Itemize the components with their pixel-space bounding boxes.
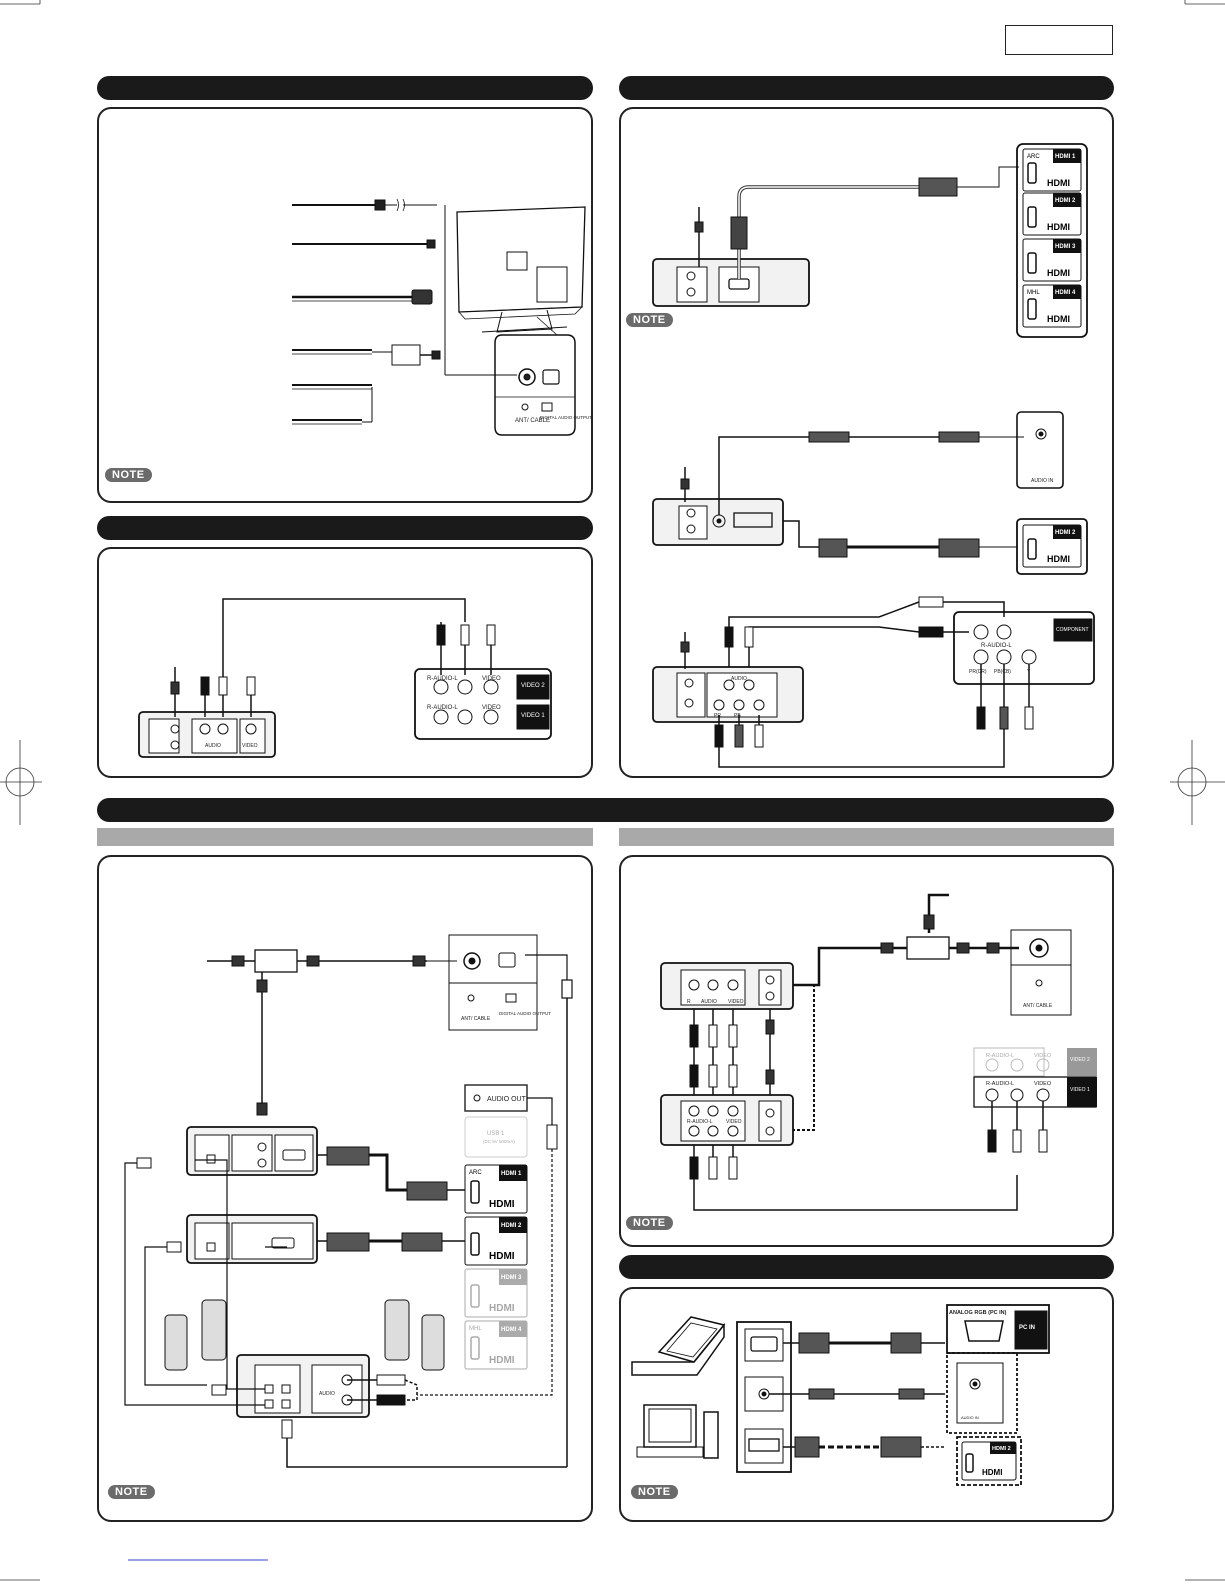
pr-cr-label: PR(CR) bbox=[969, 669, 987, 675]
note-badge-pc: NOTE bbox=[631, 1485, 678, 1499]
pc-in-tab: PC IN bbox=[1019, 1325, 1035, 1331]
video1-tab-vcr: VIDEO 1 bbox=[1070, 1087, 1090, 1093]
language-tab-box bbox=[1005, 25, 1113, 55]
svg-text:MHL: MHL bbox=[469, 1326, 482, 1332]
section-bar-antenna bbox=[97, 76, 593, 100]
section-bar-audio-video-system bbox=[97, 798, 1114, 822]
usb1-rating: (DC 5V 500mA) bbox=[483, 1139, 515, 1144]
ant-cable-av: ANT/ CABLE bbox=[461, 1016, 491, 1022]
svg-text:HDMI: HDMI bbox=[1047, 268, 1070, 278]
r-audio-l-video2: R-AUDIO-L bbox=[427, 676, 458, 682]
video-tv1: VIDEO bbox=[1034, 1081, 1052, 1087]
pb-cb-label: PB(CB) bbox=[994, 669, 1011, 675]
panel-antenna bbox=[97, 107, 593, 503]
r-vcr1: R bbox=[687, 999, 691, 1005]
svg-text:HDMI 2: HDMI 2 bbox=[992, 1446, 1011, 1452]
svg-text:ARC: ARC bbox=[1027, 154, 1040, 160]
hdmi-port-2-dvi: HDMI 2 HDMI bbox=[1022, 524, 1082, 568]
av-hdmi-port-2: HDMI 2 HDMI bbox=[464, 1216, 528, 1266]
svg-text:HDMI 3: HDMI 3 bbox=[501, 1275, 522, 1281]
svg-text:HDMI 4: HDMI 4 bbox=[501, 1327, 522, 1333]
vcr-diagram: ANT/ CABLE R AUDIO VIDEO R-AUDIO-L VIDEO… bbox=[660, 893, 1097, 1211]
hdmi-port-3: HDMI 3 HDMI bbox=[1022, 238, 1082, 282]
hdmi-port-1: HDMI 1 ARC HDMI bbox=[1022, 148, 1082, 192]
r-audio-l-tv1: R-AUDIO-L bbox=[986, 1081, 1014, 1087]
ant-cable-vcr: ANT/ CABLE bbox=[1023, 1003, 1053, 1009]
svg-text:MHL: MHL bbox=[1027, 290, 1040, 296]
svg-text:HDMI: HDMI bbox=[489, 1303, 515, 1314]
audio-label-comp: AUDIO bbox=[731, 676, 747, 682]
hdmi-port-column: HDMI 1 ARC HDMI HDMI 2 HDMI HDMI 3 HDMI … bbox=[1022, 148, 1082, 328]
y-label: Y bbox=[1027, 669, 1031, 675]
svg-text:HDMI: HDMI bbox=[1047, 222, 1070, 232]
hdmi-port-4: HDMI 4 MHL HDMI bbox=[1022, 284, 1082, 328]
section-bar-composite bbox=[97, 516, 593, 540]
note-badge-antenna: NOTE bbox=[105, 468, 152, 482]
r-audio-l-component: R-AUDIO-L bbox=[981, 643, 1012, 649]
svg-text:HDMI 3: HDMI 3 bbox=[1055, 244, 1076, 250]
svg-text:HDMI 4: HDMI 4 bbox=[1055, 290, 1076, 296]
audio-label-receiver: AUDIO bbox=[319, 1391, 335, 1397]
video2-tab-vcr: VIDEO 2 bbox=[1070, 1057, 1090, 1063]
audio-in-label-hdmi: AUDIO IN bbox=[1031, 478, 1054, 484]
svg-text:HDMI: HDMI bbox=[1047, 554, 1070, 564]
digital-audio-output-label: DIGITAL AUDIO OUTPUT bbox=[540, 415, 592, 420]
hdmi-diagram: HDMI 1 ARC HDMI HDMI 2 HDMI HDMI 3 HDMI … bbox=[652, 143, 1095, 768]
subbar-right bbox=[619, 828, 1114, 846]
pc-diagram: ANALOG RGB (PC IN) PC IN AUDIO IN HDMI 2… bbox=[631, 1304, 1050, 1486]
svg-text:HDMI: HDMI bbox=[982, 1468, 1002, 1477]
note-badge-hdmi: NOTE bbox=[626, 313, 673, 327]
note-badge-av-system: NOTE bbox=[108, 1485, 155, 1499]
svg-text:HDMI: HDMI bbox=[489, 1251, 515, 1262]
r-audio-l-video1: R-AUDIO-L bbox=[427, 705, 458, 711]
ant-cable-label: ANT/ CABLE bbox=[515, 418, 550, 424]
video2-tab: VIDEO 2 bbox=[521, 683, 545, 689]
svg-text:HDMI 1: HDMI 1 bbox=[1055, 154, 1076, 160]
av-system-diagram: AUDIO OUT USB 1 (DC 5V 500mA) ANT/ CABLE… bbox=[124, 934, 573, 1468]
audio-in-pc: AUDIO IN bbox=[961, 1415, 979, 1420]
video-label-2: VIDEO bbox=[482, 676, 501, 682]
video-tv2: VIDEO bbox=[1034, 1053, 1052, 1059]
svg-text:HDMI 1: HDMI 1 bbox=[501, 1171, 522, 1177]
section-bar-pc bbox=[619, 1255, 1114, 1279]
usb1-label: USB 1 bbox=[487, 1131, 505, 1137]
r-audio-l-tv2: R-AUDIO-L bbox=[986, 1053, 1014, 1059]
svg-text:HDMI: HDMI bbox=[489, 1355, 515, 1366]
analog-rgb-pc-in-label: ANALOG RGB (PC IN) bbox=[949, 1310, 1007, 1316]
svg-text:ARC: ARC bbox=[469, 1170, 482, 1176]
r-audio-l-vcr2: R-AUDIO-L bbox=[687, 1119, 713, 1125]
pb-label: PB bbox=[734, 713, 741, 719]
hdmi-port-2: HDMI 2 HDMI bbox=[1022, 192, 1082, 236]
av-hdmi-port-3: HDMI 3 HDMI bbox=[464, 1268, 528, 1318]
subbar-left bbox=[97, 828, 593, 846]
audio-vcr1: AUDIO bbox=[701, 999, 717, 1005]
svg-text:HDMI: HDMI bbox=[489, 1199, 515, 1210]
av-hdmi-port-4: HDMI 4 MHL HDMI bbox=[464, 1320, 528, 1370]
antenna-diagram: ANT/ CABLE DIGITAL AUDIO OUTPUT bbox=[292, 198, 592, 436]
video-vcr2: VIDEO bbox=[726, 1119, 742, 1125]
digital-audio-av: DIGITAL AUDIO OUTPUT bbox=[499, 1011, 551, 1016]
svg-text:HDMI 2: HDMI 2 bbox=[1055, 530, 1076, 536]
section-bar-hdmi bbox=[619, 76, 1114, 100]
svg-text:HDMI 2: HDMI 2 bbox=[501, 1223, 522, 1229]
svg-text:HDMI: HDMI bbox=[1047, 314, 1070, 324]
video1-tab: VIDEO 1 bbox=[521, 713, 545, 719]
video-vcr1: VIDEO bbox=[728, 999, 744, 1005]
audio-out-label: AUDIO OUT bbox=[487, 1096, 527, 1103]
panel-vcr-recorder bbox=[619, 855, 1114, 1247]
av-hdmi-port-1: HDMI 1 ARC HDMI bbox=[464, 1164, 528, 1214]
note-badge-vcr: NOTE bbox=[626, 1216, 673, 1230]
svg-text:HDMI 2: HDMI 2 bbox=[1055, 198, 1076, 204]
pc-hdmi-port-2: HDMI 2 HDMI bbox=[961, 1441, 1017, 1481]
component-label: COMPONENT bbox=[1056, 627, 1089, 633]
audio-label-composite: AUDIO bbox=[205, 743, 221, 749]
pr-label: PR bbox=[714, 713, 721, 719]
svg-text:HDMI: HDMI bbox=[1047, 178, 1070, 188]
composite-diagram: R-AUDIO-L VIDEO R-AUDIO-L VIDEO VIDEO 2 … bbox=[138, 598, 552, 758]
video-label-composite: VIDEO bbox=[242, 743, 258, 749]
video-label-1: VIDEO bbox=[482, 705, 501, 711]
